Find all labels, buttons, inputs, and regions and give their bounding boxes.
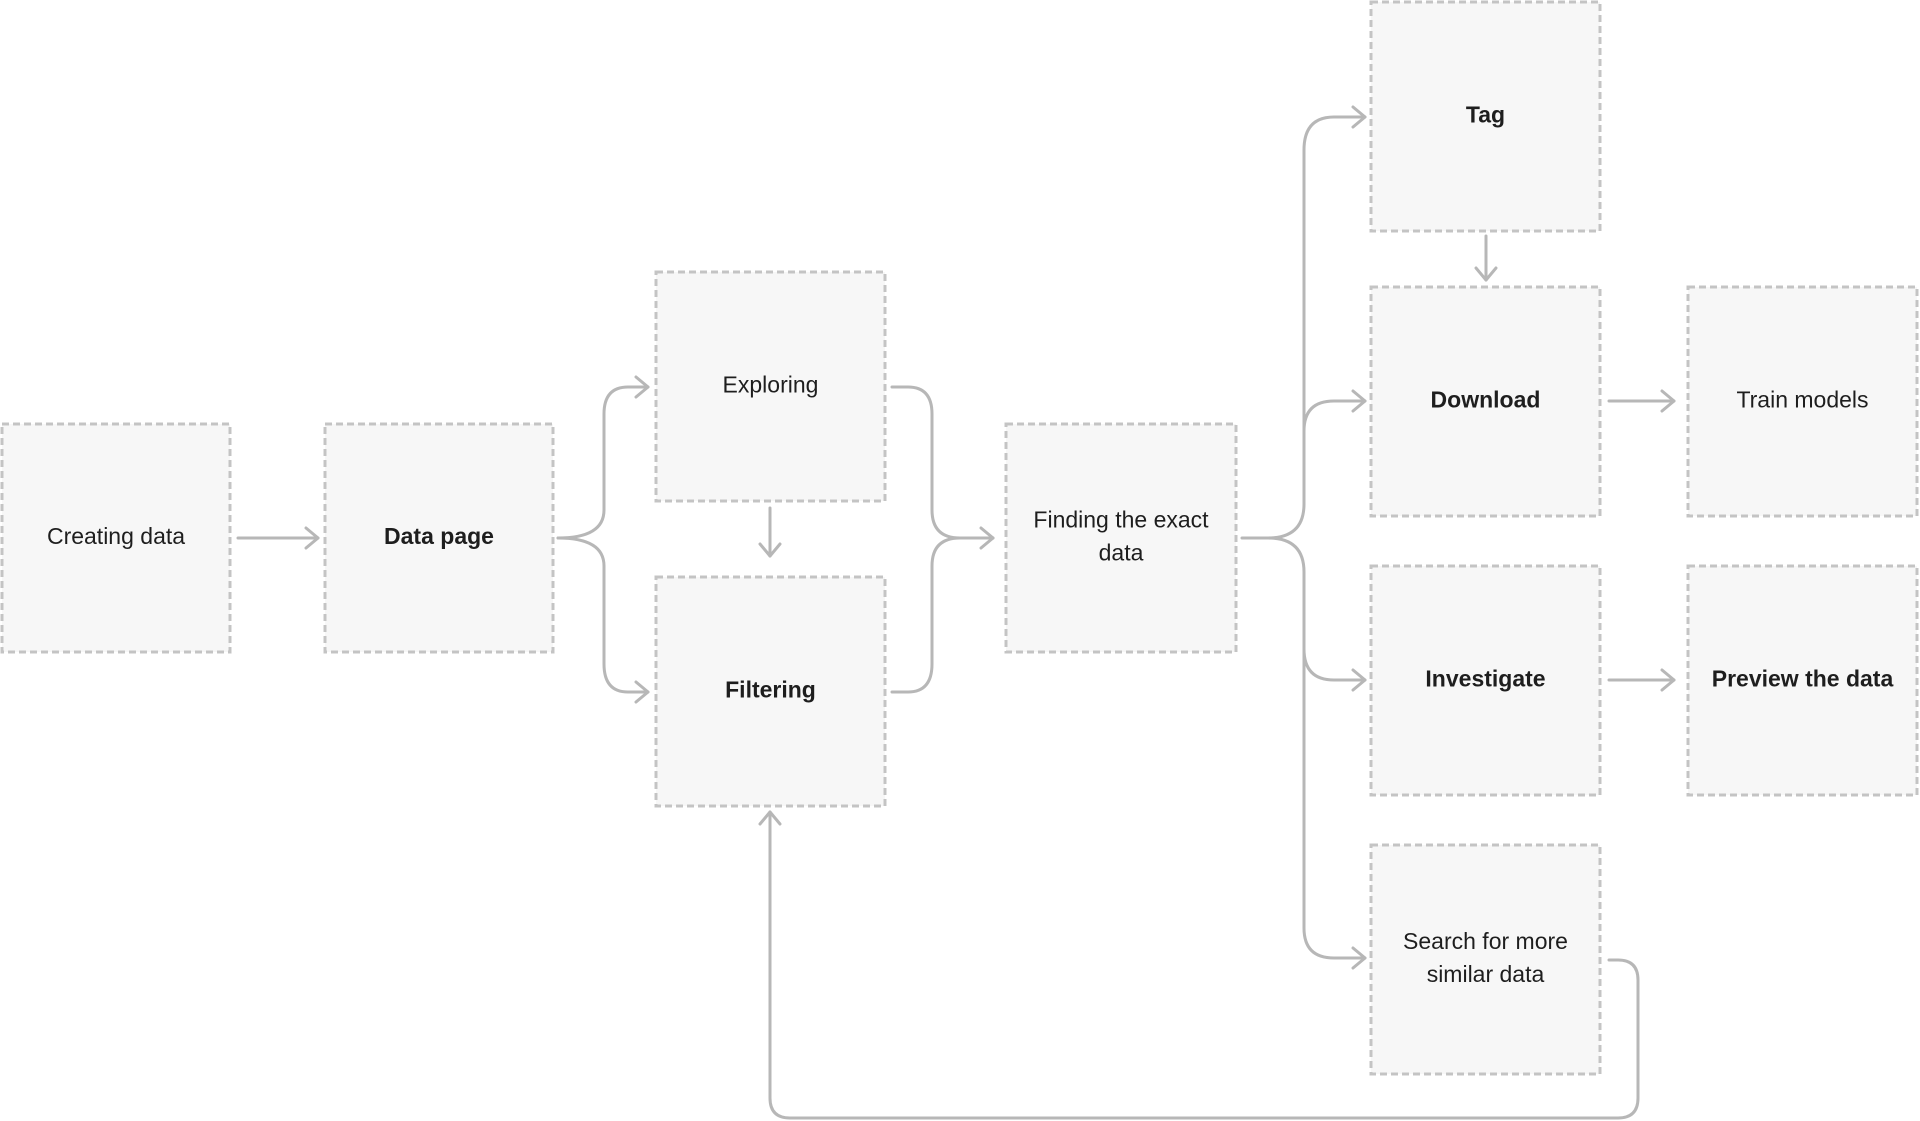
- node-label: Data page: [384, 523, 494, 549]
- node-box: [1686, 285, 1919, 518]
- node-label: similar data: [1427, 961, 1545, 987]
- node-exploring: Exploring: [654, 270, 887, 503]
- edge-finding-to-investigate: [1266, 536, 1367, 682]
- edge-finding-to-download: [1302, 399, 1367, 506]
- node-label: Download: [1431, 387, 1541, 413]
- edge-filtering-to-finding: [890, 536, 995, 694]
- node-investigate: Investigate: [1369, 564, 1602, 797]
- edge-data-page-to-filtering: [556, 536, 650, 694]
- arrowhead: [304, 526, 320, 550]
- node-label: Creating data: [47, 523, 185, 549]
- arrowhead: [1351, 946, 1367, 970]
- arrowhead: [1660, 389, 1676, 413]
- node-box: [0, 422, 232, 654]
- node-label: Finding the exact: [1033, 507, 1209, 533]
- node-finding-exact-data: Finding the exact data: [1004, 422, 1238, 654]
- node-box: [1686, 564, 1919, 797]
- edge-data-page-to-exploring: [556, 385, 650, 540]
- node-box: [654, 575, 887, 808]
- node-box: [323, 422, 555, 654]
- node-box: [1369, 564, 1602, 797]
- arrowhead: [758, 810, 782, 826]
- edge-finding-to-tag: [1240, 115, 1367, 540]
- node-label: Investigate: [1425, 666, 1545, 692]
- node-tag: Tag: [1369, 0, 1602, 233]
- node-download: Download: [1369, 285, 1602, 518]
- edge-finding-to-search-similar: [1302, 647, 1367, 960]
- arrowhead: [979, 526, 995, 550]
- node-box: [1369, 285, 1602, 518]
- arrowhead: [1351, 389, 1367, 413]
- node-data-page: Data page: [323, 422, 555, 654]
- node-label: Search for more: [1403, 928, 1568, 954]
- node-box: [1369, 843, 1602, 1076]
- node-preview-the-data: Preview the data: [1686, 564, 1919, 797]
- arrowhead: [634, 375, 650, 399]
- node-filtering: Filtering: [654, 575, 887, 808]
- connectors: [236, 105, 1676, 1120]
- node-label: Train models: [1736, 387, 1868, 413]
- arrowhead: [1351, 105, 1367, 129]
- node-train-models: Train models: [1686, 285, 1919, 518]
- arrowhead: [634, 680, 650, 704]
- node-label: data: [1099, 540, 1144, 566]
- nodes: Creating data Data page Exploring Filter…: [0, 0, 1919, 1076]
- edge-search-similar-to-filtering: [768, 810, 1640, 1120]
- arrowhead: [1660, 668, 1676, 692]
- node-creating-data: Creating data: [0, 422, 232, 654]
- arrowhead: [758, 542, 782, 558]
- edge-exploring-to-finding: [890, 385, 995, 540]
- node-search-similar-data: Search for more similar data: [1369, 843, 1602, 1076]
- node-box: [1004, 422, 1238, 654]
- node-label: Exploring: [723, 372, 819, 398]
- node-label: Filtering: [725, 677, 816, 703]
- arrowhead: [1351, 668, 1367, 692]
- arrowhead: [1474, 266, 1498, 282]
- node-label: Preview the data: [1712, 666, 1894, 692]
- node-box: [654, 270, 887, 503]
- node-box: [1369, 0, 1602, 233]
- node-label: Tag: [1466, 102, 1505, 128]
